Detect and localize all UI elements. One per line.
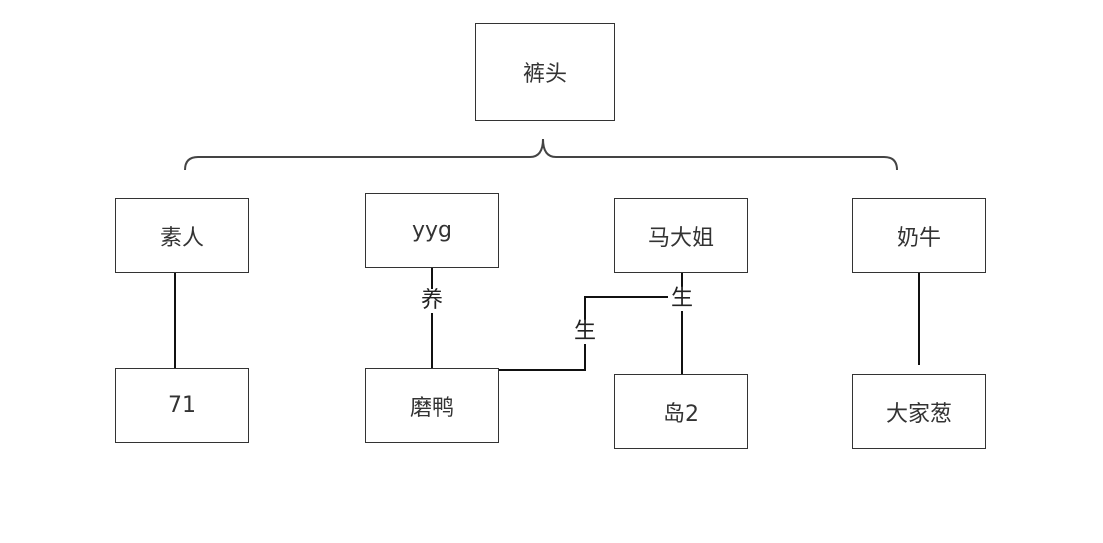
node-dajiacong[interactable]: 大家葱 xyxy=(852,374,986,449)
node-dao2[interactable]: 岛2 xyxy=(614,374,748,449)
edge-label-yang: 养 xyxy=(418,289,446,313)
node-root[interactable]: 裤头 xyxy=(475,23,615,121)
edge-label-sheng-link: 生 xyxy=(571,320,599,344)
node-71-label: 71 xyxy=(168,393,196,418)
edge-label-sheng-madajie: 生 xyxy=(668,287,696,311)
node-nainiu-label: 奶牛 xyxy=(896,225,941,251)
node-suren-label: 素人 xyxy=(159,225,204,251)
node-root-label: 裤头 xyxy=(522,62,567,87)
node-moya[interactable]: 磨鸭 xyxy=(365,368,499,443)
node-dao2-label: 岛2 xyxy=(663,401,699,427)
node-moya-label: 磨鸭 xyxy=(409,395,454,421)
node-suren[interactable]: 素人 xyxy=(115,198,249,273)
node-dajiacong-label: 大家葱 xyxy=(885,401,952,427)
node-yyg-label: yyg xyxy=(411,218,452,243)
node-yyg[interactable]: yyg xyxy=(365,193,499,268)
node-71[interactable]: 71 xyxy=(115,368,249,443)
group-brace xyxy=(184,138,898,171)
node-nainiu[interactable]: 奶牛 xyxy=(852,198,986,273)
node-madajie-label: 马大姐 xyxy=(647,225,714,251)
node-madajie[interactable]: 马大姐 xyxy=(614,198,748,273)
